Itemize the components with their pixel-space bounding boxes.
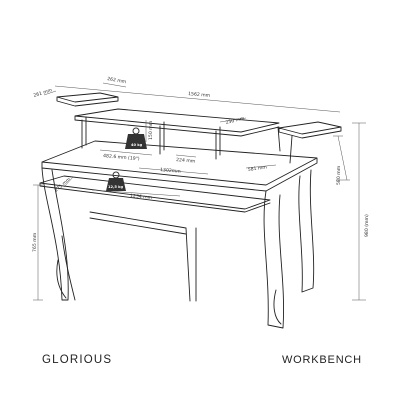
right-leg <box>263 190 284 329</box>
desk-top <box>41 140 318 192</box>
brand-logo: GLORIOUS <box>42 354 113 366</box>
right-depth-label: 581 mm <box>247 164 267 173</box>
desk-height-label: 765 mm <box>32 232 38 252</box>
tray-weight-icon <box>106 171 126 191</box>
product-title: WORKBENCH <box>282 354 362 366</box>
overall-width-label: 1562 mm <box>188 91 211 99</box>
rack-width-label: 482.6 mm (19") <box>103 153 140 162</box>
tray-width-label: 1234 mm <box>130 193 153 201</box>
compartment-width-label: 224 mm <box>176 157 196 165</box>
left-shelf <box>56 92 119 107</box>
shelf-load-label: 40 kg <box>131 143 143 147</box>
upper-shelf-box <box>74 108 280 137</box>
tray-load-label: 12,5 kg <box>108 185 124 189</box>
shelf-width-label: 262 mm <box>107 76 127 85</box>
desk-width-label: 1302mm <box>160 167 182 175</box>
right-shelf <box>278 121 342 139</box>
keyboard-tray <box>39 175 271 213</box>
shelf-weight-icon <box>125 127 147 149</box>
shelf-depth-label: 261 mm <box>33 87 54 99</box>
upper-shelf-height-label: 150 mm <box>148 120 154 140</box>
left-leg <box>41 167 69 301</box>
overall-height-label: 980 (mm) <box>364 214 370 237</box>
top-depth-label: 580 mm <box>336 165 342 185</box>
compartment-depth-label: 250 mm <box>225 115 246 126</box>
